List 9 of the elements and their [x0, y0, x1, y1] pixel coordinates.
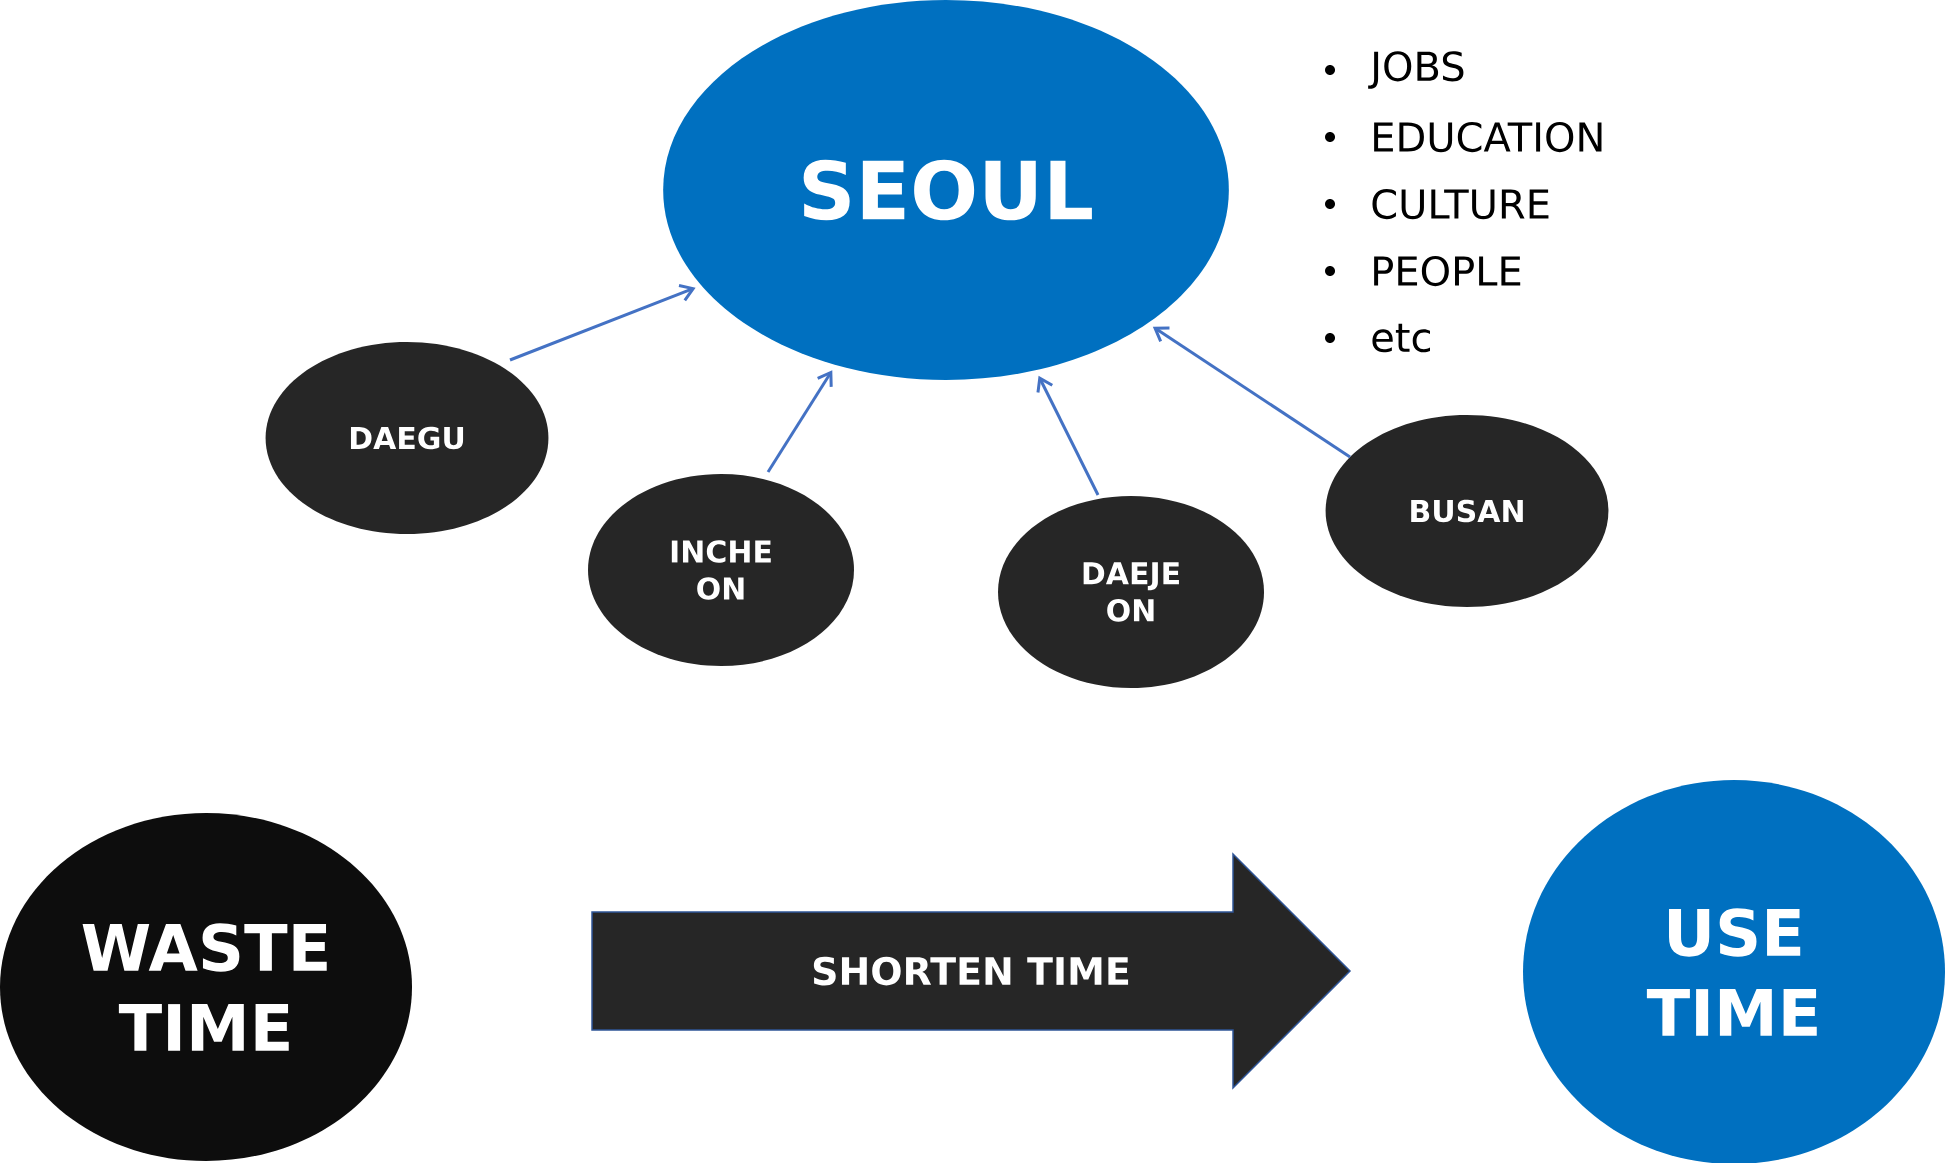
arrow [766, 370, 833, 473]
arrow [509, 284, 696, 362]
bullet-item: JOBS [1325, 51, 1464, 89]
bullet-item: PEOPLE [1325, 255, 1521, 287]
arrow [1152, 326, 1351, 459]
bullet-item: CULTURE [1325, 188, 1549, 220]
bullet-item: etc [1325, 323, 1430, 353]
arrow [1036, 375, 1100, 496]
bullet-item: EDUCATION [1325, 121, 1602, 153]
